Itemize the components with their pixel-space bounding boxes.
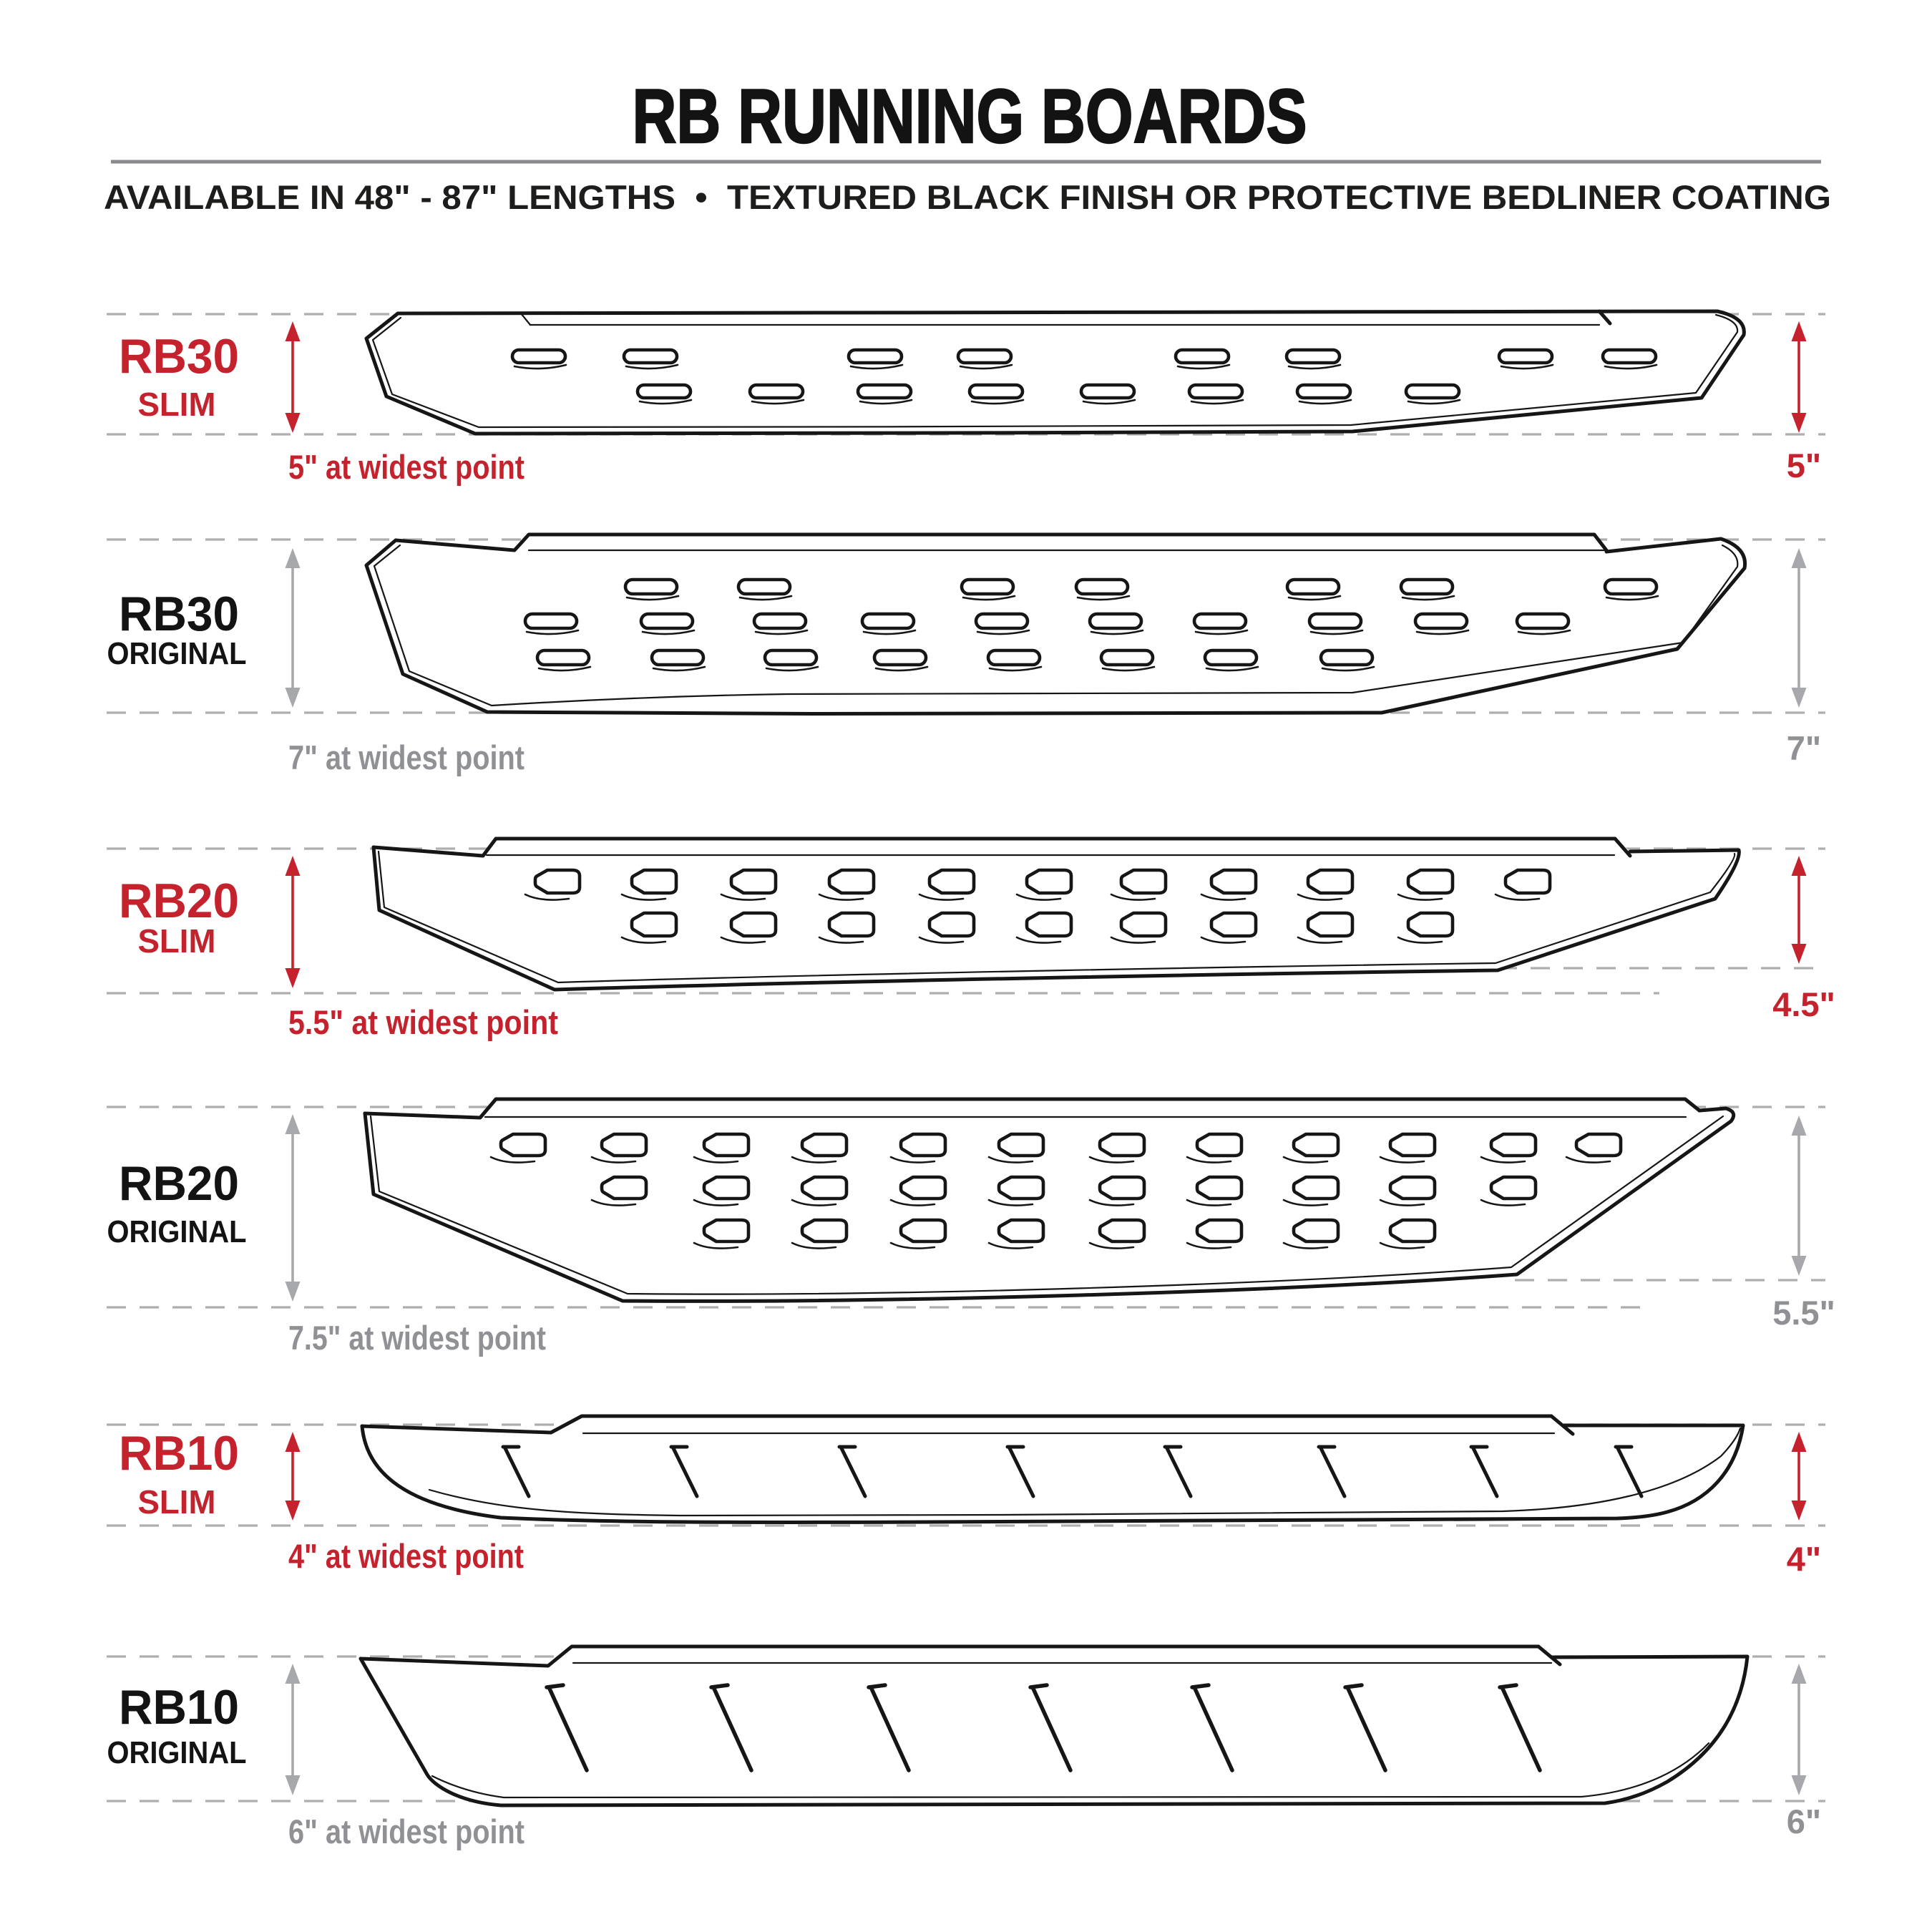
svg-text:RB RUNNING BOARDS: RB RUNNING BOARDS (633, 73, 1307, 159)
svg-text:RB30: RB30 (119, 587, 239, 641)
svg-text:SLIM: SLIM (138, 922, 216, 960)
svg-text:4.5": 4.5" (1772, 985, 1835, 1023)
svg-text:AVAILABLE IN 48" - 87" LENGTHS: AVAILABLE IN 48" - 87" LENGTHS • TEXTURE… (104, 178, 1831, 216)
svg-text:SLIM: SLIM (138, 1483, 216, 1521)
svg-text:4": 4" (1787, 1540, 1821, 1578)
svg-text:6": 6" (1787, 1802, 1821, 1840)
svg-text:5" at widest point: 5" at widest point (288, 448, 525, 486)
svg-text:ORIGINAL: ORIGINAL (107, 1214, 247, 1249)
svg-text:5.5" at widest point: 5.5" at widest point (288, 1003, 558, 1041)
svg-text:7" at widest point: 7" at widest point (288, 738, 525, 776)
svg-text:7": 7" (1787, 729, 1821, 767)
svg-text:RB20: RB20 (119, 1156, 239, 1211)
svg-text:7.5" at widest point: 7.5" at widest point (288, 1319, 546, 1357)
svg-text:ORIGINAL: ORIGINAL (107, 1735, 247, 1770)
svg-text:ORIGINAL: ORIGINAL (107, 636, 247, 671)
svg-text:5": 5" (1787, 447, 1821, 484)
svg-text:5.5": 5.5" (1772, 1294, 1835, 1332)
svg-text:4" at widest point: 4" at widest point (288, 1537, 524, 1575)
svg-text:RB10: RB10 (119, 1426, 239, 1480)
svg-text:RB10: RB10 (119, 1680, 239, 1735)
svg-text:RB30: RB30 (119, 329, 239, 384)
svg-text:6" at widest point: 6" at widest point (288, 1813, 525, 1850)
svg-text:SLIM: SLIM (138, 386, 216, 423)
svg-text:RB20: RB20 (119, 874, 239, 928)
